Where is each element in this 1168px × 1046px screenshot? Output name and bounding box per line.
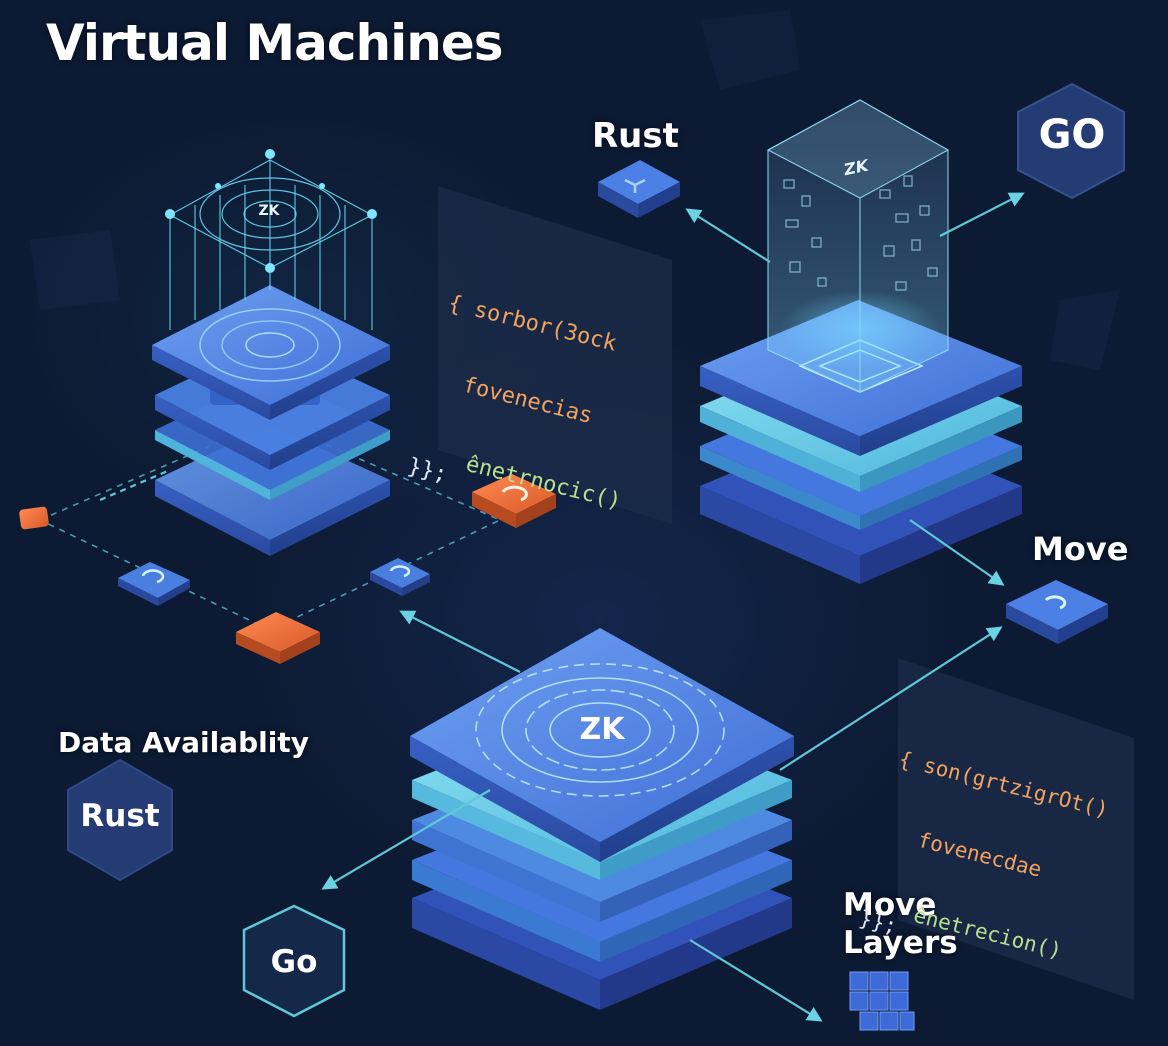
arrow-to-move	[909, 519, 1005, 586]
move-label: Move	[1032, 530, 1129, 568]
go-hex-bottom	[242, 904, 346, 1018]
left-base-grid	[38, 419, 502, 631]
zk-left-label: ZK	[258, 203, 280, 219]
code-panel-2-bg	[898, 658, 1134, 1000]
orange-block-bottom	[236, 612, 320, 664]
arrow-to-rust	[685, 208, 771, 263]
go-hex-top	[1017, 82, 1125, 200]
move-cube-icon	[1006, 580, 1108, 644]
zk-main-label: ZK	[579, 712, 625, 747]
go-hex-top-label: GO	[1038, 112, 1106, 158]
blocks-icon	[849, 971, 915, 1031]
main-zk-stack	[410, 628, 794, 1010]
sync-icon-left-blue	[118, 562, 190, 606]
right-glass-cube	[766, 99, 950, 393]
left-nodes	[165, 149, 377, 273]
left-layer-1	[152, 285, 390, 420]
code-panel-1-line-1: { sorbor(3ock	[445, 290, 619, 357]
sync-icon-orange	[472, 474, 556, 528]
move-layers-label: Move Layers	[843, 887, 958, 961]
rust-cube-icon	[598, 160, 680, 218]
code-panel-1-line-2: fovenecias	[460, 372, 595, 430]
code-panel-2-line-2: fovenecdae	[915, 827, 1044, 882]
arrow-main-to-left	[399, 610, 521, 673]
arrow-main-to-move-layers	[689, 939, 823, 1022]
left-tower	[19, 149, 556, 664]
rust-label-top: Rust	[592, 116, 679, 156]
arrow-main-to-move	[779, 626, 1003, 771]
arrow-to-go	[939, 192, 1025, 237]
right-tower	[700, 99, 1022, 584]
main-layer-1	[410, 628, 794, 862]
code-panel-2-line-1: { son(grtzigrOt()	[896, 746, 1111, 823]
rust-hex-label: Rust	[80, 798, 160, 834]
page-title: Virtual Machines	[46, 14, 504, 72]
arrow-main-to-go	[321, 789, 491, 890]
rust-hex-left	[67, 758, 173, 882]
data-availability-label: Data Availablity	[58, 726, 309, 759]
sync-icon-center-blue	[370, 558, 430, 596]
code-panel-1-bg	[438, 186, 672, 524]
go-hex-bottom-label: Go	[270, 944, 318, 980]
connector-arrows	[99, 192, 1025, 1022]
background-shards	[30, 10, 1120, 370]
